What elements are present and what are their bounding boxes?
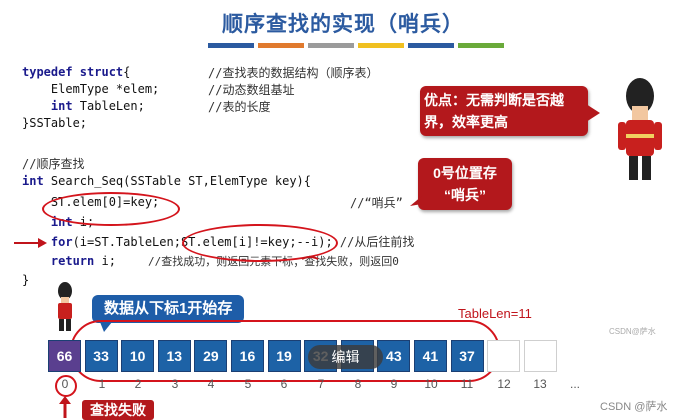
array-cell: 66 [48,340,81,372]
edit-overlay-button[interactable]: 编辑 [308,345,383,369]
sentinel-callout-line2: “哨兵” [418,184,512,206]
guard-illustration-large [610,76,670,186]
array-index: 5 [233,377,263,391]
sentinel-callout-line1: 0号位置存 [418,162,512,184]
code-line-tablelen: int TableLen; [22,98,145,115]
code-comment: //从后往前找 [340,235,414,249]
array-index: ... [560,377,590,391]
array-index: 3 [160,377,190,391]
color-segment-1 [208,43,254,48]
code-line-return: return i; [22,253,116,270]
array-index: 1 [87,377,117,391]
sentinel-callout: 0号位置存 “哨兵” [418,158,512,210]
color-segment-5 [408,43,454,48]
array-cell-empty [524,340,557,372]
highlight-ellipse-sentinel [42,192,180,226]
code-text: TableLen; [73,99,145,113]
code-comment: //“哨兵” [350,194,403,211]
array-cell: 16 [231,340,264,372]
code-keyword: return [22,254,94,268]
faint-watermark: CSDN@萨水 [609,326,656,337]
start-index-tip: 数据从下标1开始存 [92,295,244,323]
underline-decrement-icon [300,254,330,262]
color-segment-3 [308,43,354,48]
array-index: 4 [196,377,226,391]
callout-pointer-icon [586,104,602,122]
code-line-elem: ElemType *elem; [22,81,159,98]
array-cells: 66 33 10 13 29 16 19 32 43 41 37 [48,340,560,372]
code-text: Search_Seq(SSTable ST,ElemType key){ [44,174,311,188]
search-fail-label: 查找失败 [82,400,154,420]
advantage-callout: 优点：无需判断是否越界，效率更高 [420,86,588,136]
array-index: 13 [525,377,555,391]
code-comment: //查找表的数据结构（顺序表） [208,64,378,81]
array-index: 7 [306,377,336,391]
highlight-index-zero [55,375,77,397]
array-index: 2 [123,377,153,391]
code-text: { [123,65,130,79]
red-arrow-icon [14,236,48,250]
page-title: 顺序查找的实现（哨兵） [0,8,686,38]
code-keyword: int [22,99,73,113]
array-index: 12 [489,377,519,391]
csdn-watermark: CSDN @萨水 [600,398,667,414]
code-keyword: typedef struct [22,65,123,79]
guard-illustration-small [52,282,78,334]
code-line-sstable: }SSTable; [22,115,87,132]
array-index: 8 [343,377,373,391]
array-cell: 41 [414,340,447,372]
array-cell: 33 [85,340,118,372]
array-cell: 10 [121,340,154,372]
table-length-label: TableLen=11 [458,306,532,321]
color-segment-2 [258,43,304,48]
array-cell: 29 [194,340,227,372]
code-line-comment: //顺序查找 [22,156,84,173]
array-index: 9 [379,377,409,391]
array-index: 11 [452,377,482,391]
callout-pointer-icon [410,196,422,208]
array-cell: 37 [451,340,484,372]
array-cell-empty [487,340,520,372]
code-line-function: int Search_Seq(SSTable ST,ElemType key){ [22,173,311,190]
code-line-typedef: typedef struct{ [22,64,130,81]
array-index: 6 [269,377,299,391]
up-arrow-icon [58,396,72,418]
code-line-close: } [22,272,29,289]
code-comment: //动态数组基址 [208,81,294,98]
array-index: 10 [416,377,446,391]
code-comment: //表的长度 [208,98,270,115]
code-text: i; [94,254,116,268]
array-cell: 13 [158,340,191,372]
color-segment-6 [458,43,504,48]
color-segment-4 [358,43,404,48]
code-keyword: int [22,174,44,188]
title-color-bar [208,43,504,48]
array-cell: 19 [268,340,301,372]
